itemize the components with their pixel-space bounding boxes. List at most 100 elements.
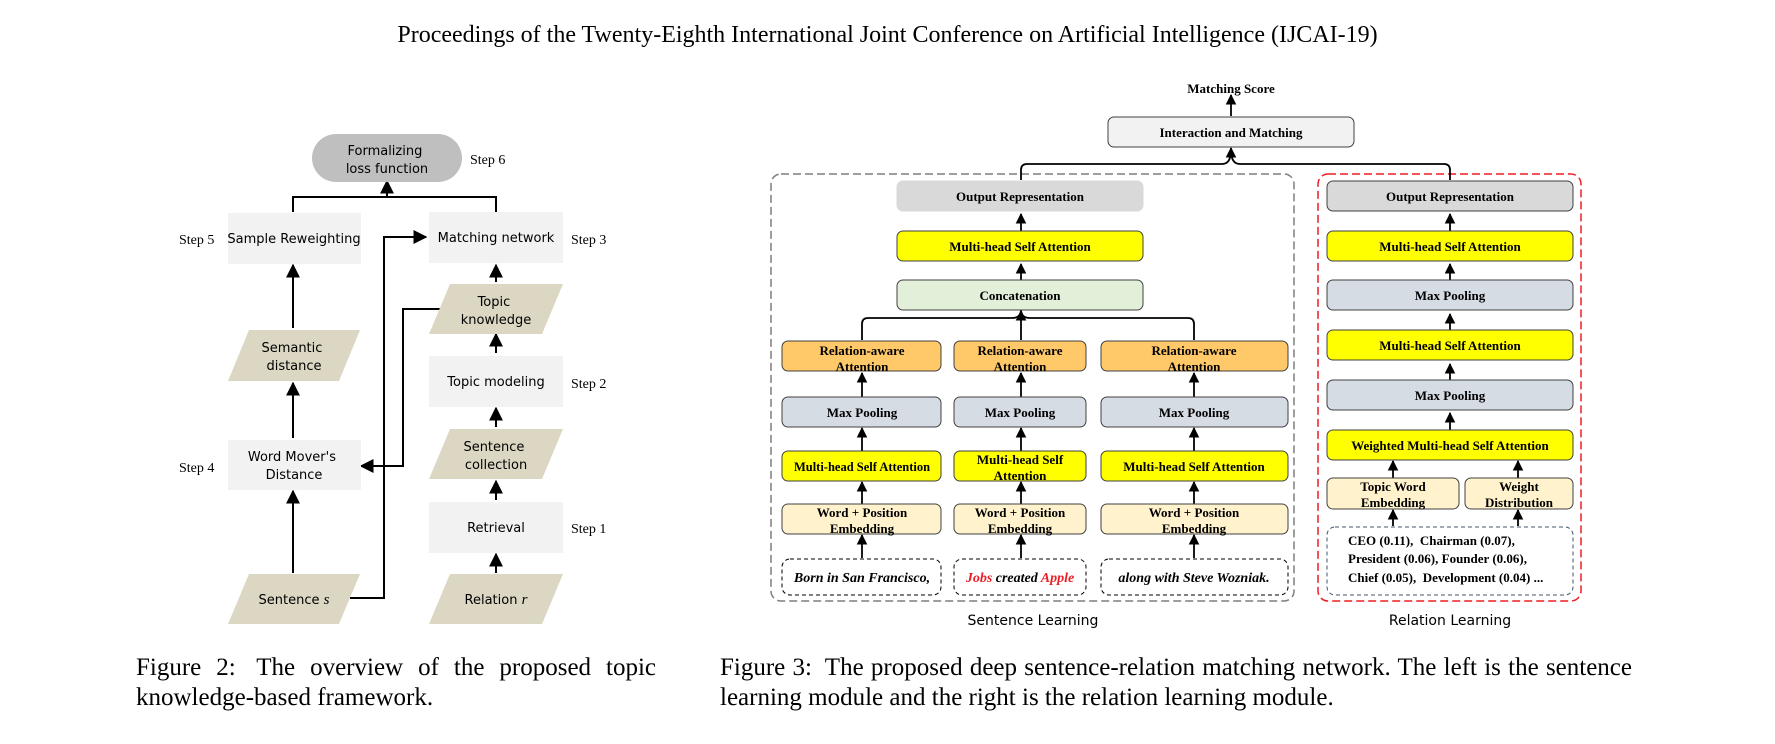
sentence-output-representation-label: Output Representation: [956, 189, 1085, 204]
sentence-learning-blocks: Output Representation Multi-head Self At…: [781, 180, 1289, 536]
node-word-movers-distance: [228, 440, 361, 490]
node-sample-reweighting-label: Sample Reweighting: [227, 232, 360, 247]
sentence-fragment-2: Jobs created Apple: [965, 571, 1074, 586]
word-position-embedding-box-2: [953, 503, 1087, 535]
node-sample-reweighting: [228, 213, 361, 264]
node-sentence-collection: [429, 429, 563, 479]
sentence-mhsa-label: Multi-head Self Attention: [949, 239, 1091, 254]
page-header: Proceedings of the Twenty-Eighth Interna…: [397, 22, 1378, 48]
relation-max-pooling-top-label: Max Pooling: [1415, 288, 1486, 303]
relation-mhsa-mid-label: Multi-head Self Attention: [1379, 338, 1521, 353]
max-pooling-label-3: Max Pooling: [1159, 405, 1230, 420]
concatenation-label: Concatenation: [980, 288, 1062, 303]
relation-aware-attention-box-3: [1100, 340, 1289, 372]
topic-words-list: CEO (0.11), Chairman (0.07), President (…: [1348, 533, 1543, 585]
word-position-embedding-box-1: [781, 503, 942, 535]
node-matching-network-label: Matching network: [438, 231, 555, 246]
figure-2-caption-label: Figure 2:: [136, 654, 236, 681]
sentence-fragment-box-3: [1100, 558, 1289, 596]
figure-3-diagram: Matching Score Interaction and Matching …: [770, 81, 1582, 629]
matching-score-label: Matching Score: [1187, 81, 1275, 96]
max-pooling-box-2: [953, 396, 1087, 428]
sentence-output-representation-box: [896, 180, 1144, 212]
relation-learning-blocks: Output Representation Multi-head Self At…: [1326, 180, 1574, 510]
node-topic-modeling-label: Topic modeling: [446, 375, 544, 390]
relation-max-pooling-bottom-label: Max Pooling: [1415, 388, 1486, 403]
relation-output-representation-label: Output Representation: [1386, 189, 1515, 204]
input-sentence-fragments: Born in San Francisco, Jobs created Appl…: [781, 558, 1289, 596]
max-pooling-label-1: Max Pooling: [827, 405, 898, 420]
node-topic-knowledge-label: Topic knowledge: [461, 295, 531, 328]
node-word-movers-distance-label: Word Mover's Distance: [248, 450, 340, 483]
node-sentence-collection-label: Sentence collection: [463, 440, 528, 473]
relation-output-representation-box: [1326, 180, 1574, 212]
topic-words-line-1: CEO (0.11), Chairman (0.07),: [1348, 533, 1515, 548]
topic-words-box: [1326, 526, 1574, 596]
interaction-and-matching-label: Interaction and Matching: [1160, 125, 1304, 140]
figure-3-caption-text: The proposed deep sentence-relation matc…: [720, 654, 1633, 711]
step-4-label: Step 4: [179, 461, 214, 476]
topic-word-embedding-box: [1326, 477, 1460, 510]
step-6-label: Step 6: [470, 153, 505, 168]
node-relation-label: Relation r: [465, 592, 528, 608]
sentence-learning-label: Sentence Learning: [968, 613, 1099, 629]
relation-learning-label: Relation Learning: [1389, 613, 1511, 629]
sentence-fragment-1: Born in San Francisco,: [793, 571, 930, 586]
relation-aware-attention-box-1: [781, 340, 942, 372]
node-retrieval: [429, 502, 563, 553]
sentence-mhsa-box: [896, 230, 1144, 262]
figure-3-caption: Figure 3: The proposed deep sentence-rel…: [720, 653, 1632, 713]
weight-distribution-box: [1464, 477, 1574, 510]
concatenation-box: [896, 279, 1144, 311]
node-retrieval-label: Retrieval: [467, 521, 525, 536]
figure-2-diagram: Formalizing loss function Sample Reweigh…: [179, 134, 606, 624]
interaction-and-matching-box: [1107, 116, 1355, 148]
node-sentence-label: Sentence s: [259, 592, 330, 608]
sentence-mhsa-box-2: [953, 450, 1087, 482]
node-relation: [429, 574, 563, 624]
figure-2-caption: Figure 2: The overview of the proposed t…: [136, 653, 656, 713]
figure-3-caption-label: Figure 3:: [720, 654, 812, 681]
step-1-label: Step 1: [571, 522, 606, 537]
topic-words-line-2: President (0.06), Founder (0.06),: [1348, 551, 1527, 566]
figure-2-caption-text: The overview of the proposed topic knowl…: [136, 654, 657, 711]
step-2-label: Step 2: [571, 377, 606, 392]
sentence-fragment-box-1: [781, 558, 942, 596]
relation-mhsa-top-label: Multi-head Self Attention: [1379, 239, 1521, 254]
node-matching-network: [429, 212, 563, 263]
sentence-learning-module-border: [770, 173, 1295, 602]
node-semantic-distance: [228, 330, 360, 381]
relation-mhsa-top-box: [1326, 230, 1574, 262]
node-sentence: [228, 574, 360, 624]
weighted-mhsa-label: Weighted Multi-head Self Attention: [1351, 438, 1549, 453]
fig2-connectors: [286, 179, 503, 599]
max-pooling-label-2: Max Pooling: [985, 405, 1056, 420]
sentence-fragment-3: along with Steve Wozniak.: [1118, 571, 1269, 586]
step-5-label: Step 5: [179, 233, 214, 248]
sentence-mhsa-box-3: [1100, 450, 1289, 482]
node-topic-knowledge: [429, 284, 563, 334]
topic-words-line-3: Chief (0.05), Development (0.04) ...: [1348, 570, 1543, 585]
sentence-fragment-box-2: [953, 558, 1087, 596]
relation-max-pooling-top-box: [1326, 279, 1574, 311]
node-loss-function: [312, 134, 462, 182]
sentence-mhsa-box-1: [781, 450, 942, 482]
relation-mhsa-mid-box: [1326, 329, 1574, 361]
word-position-embedding-box-3: [1100, 503, 1289, 535]
relation-max-pooling-bottom-box: [1326, 379, 1574, 411]
node-semantic-distance-label: Semantic distance: [261, 341, 326, 374]
fig2-step-labels: Step 6 Step 5 Step 3 Step 2 Step 4 Step …: [179, 153, 606, 537]
max-pooling-box-1: [781, 396, 942, 428]
node-loss-function-label: Formalizing loss function: [346, 144, 428, 177]
max-pooling-box-3: [1100, 396, 1289, 428]
sentence-mhsa-label-3: Multi-head Self Attention: [1123, 459, 1265, 474]
